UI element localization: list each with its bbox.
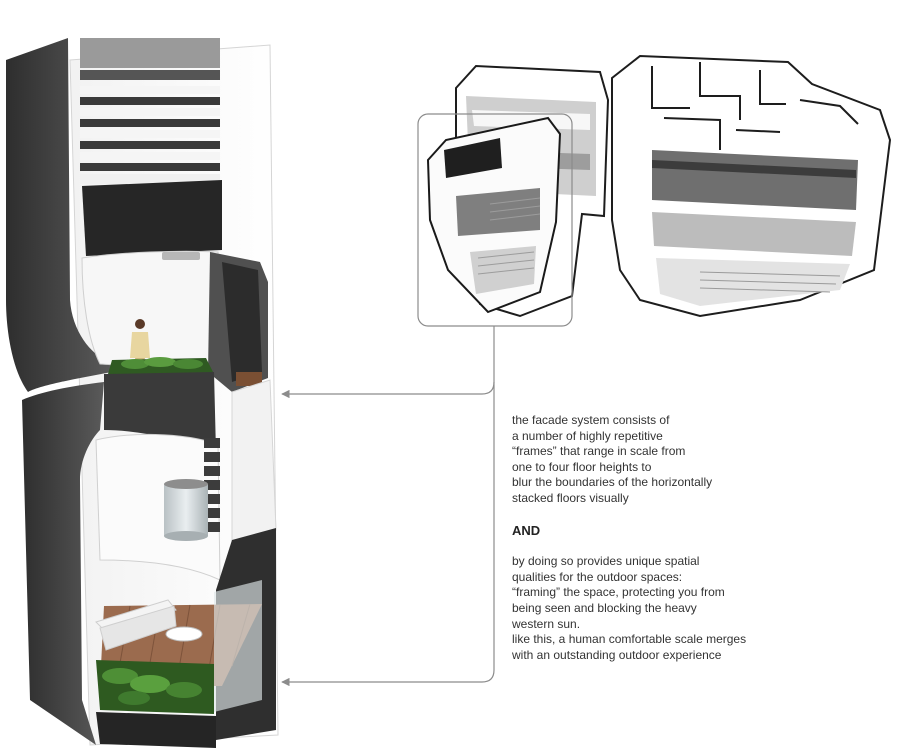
caption-line: one to four floor heights to	[512, 459, 652, 474]
caption-line: with an outstanding outdoor experience	[512, 647, 722, 662]
spiral-steps	[204, 438, 220, 532]
caption-line: the facade system consists of	[512, 413, 670, 427]
inner-frame-upper	[81, 250, 225, 371]
outer-frame-upper	[6, 38, 112, 392]
caption-line: by doing so provides unique spatial	[512, 554, 700, 569]
caption-line: “framing” the space, protecting you from	[512, 585, 725, 600]
leader-line-lower	[281, 382, 495, 687]
caption-connector: AND	[512, 522, 541, 538]
glass-balustrade	[214, 580, 262, 712]
floor-slab	[104, 372, 216, 452]
caption-line: like this, a human comfortable scale mer…	[512, 632, 747, 647]
caption-block: the facade system consists of a number o…	[512, 413, 872, 663]
caption-line: western sun.	[512, 616, 581, 631]
caption-line: qualities for the outdoor spaces:	[512, 569, 683, 584]
caption-line: being seen and blocking the heavy	[512, 600, 697, 615]
ceiling-fixture	[162, 252, 200, 260]
callout-box	[417, 113, 573, 327]
planter-lower	[96, 660, 214, 714]
outer-frame-lower	[22, 382, 104, 745]
isometric-model	[426, 54, 892, 318]
planter-upper	[108, 357, 214, 374]
lounge-sofa-icon	[95, 599, 177, 651]
floor-plan-walls	[651, 62, 859, 150]
upper-louvers	[80, 38, 222, 256]
caption-line: a number of highly repetitive	[512, 428, 663, 443]
caption-line: “frames” that range in scale from	[512, 444, 686, 459]
section-model	[6, 38, 279, 748]
lower-right-frame	[231, 379, 277, 557]
coffee-table	[165, 626, 203, 642]
caption-line: stacked floors visually	[512, 490, 629, 505]
glass-cylinder	[164, 479, 208, 541]
leader-line-upper	[281, 326, 495, 399]
caption-line: blur the boundaries of the horizontally	[512, 475, 713, 490]
